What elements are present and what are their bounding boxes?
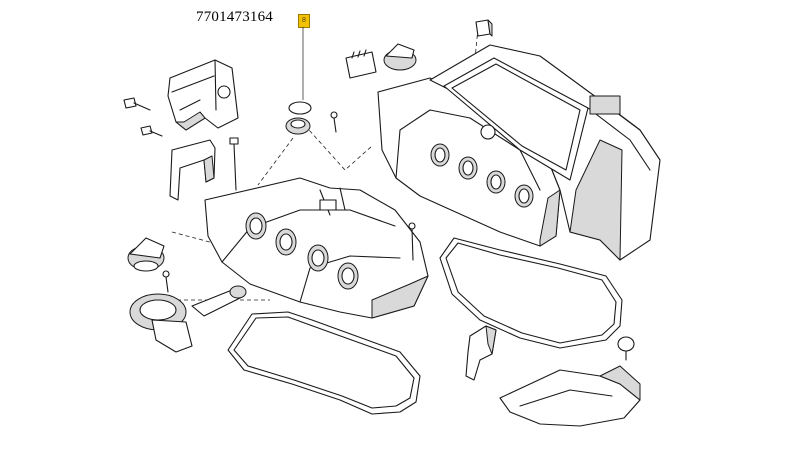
manifold-runner-port[interactable] bbox=[245, 212, 267, 240]
oil-separator-housing[interactable] bbox=[129, 293, 193, 353]
leader-dashed bbox=[257, 137, 294, 186]
head-cover-port[interactable] bbox=[458, 156, 478, 180]
manifold-runner-port[interactable] bbox=[337, 262, 359, 290]
connector-plug[interactable] bbox=[345, 49, 377, 79]
manifold-runner-port[interactable] bbox=[307, 244, 329, 272]
flange-bolt[interactable] bbox=[123, 97, 151, 111]
flange-bolt[interactable] bbox=[140, 125, 163, 137]
cover-gasket[interactable] bbox=[439, 237, 623, 349]
callout-marker[interactable]: 8 bbox=[298, 14, 310, 28]
timing-cover-bracket[interactable] bbox=[167, 59, 239, 131]
oil-filler-cap[interactable] bbox=[127, 237, 165, 272]
rubber-grommet[interactable] bbox=[617, 336, 635, 361]
heat-shield[interactable] bbox=[499, 365, 641, 427]
long-stud-bolt[interactable] bbox=[229, 137, 239, 191]
mounting-bracket[interactable] bbox=[169, 139, 216, 201]
seal-ring[interactable] bbox=[285, 101, 312, 135]
air-box-housing[interactable] bbox=[429, 44, 661, 261]
bracket-clip[interactable] bbox=[465, 325, 497, 381]
stud-bolt[interactable] bbox=[408, 222, 416, 261]
small-screw[interactable] bbox=[330, 111, 338, 133]
stud-bolt[interactable] bbox=[162, 270, 170, 293]
head-cover-port[interactable] bbox=[486, 170, 506, 194]
manifold-gasket[interactable] bbox=[227, 311, 421, 415]
connector-plug[interactable] bbox=[475, 19, 493, 37]
breather-hose[interactable] bbox=[191, 285, 247, 317]
head-cover-port[interactable] bbox=[430, 143, 450, 167]
oil-filler-cap[interactable] bbox=[383, 43, 417, 71]
part-number-label: 7701473164 bbox=[196, 9, 273, 25]
leader-dashed bbox=[299, 119, 373, 171]
manifold-runner-port[interactable] bbox=[275, 228, 297, 256]
head-cover-port[interactable] bbox=[514, 184, 534, 208]
